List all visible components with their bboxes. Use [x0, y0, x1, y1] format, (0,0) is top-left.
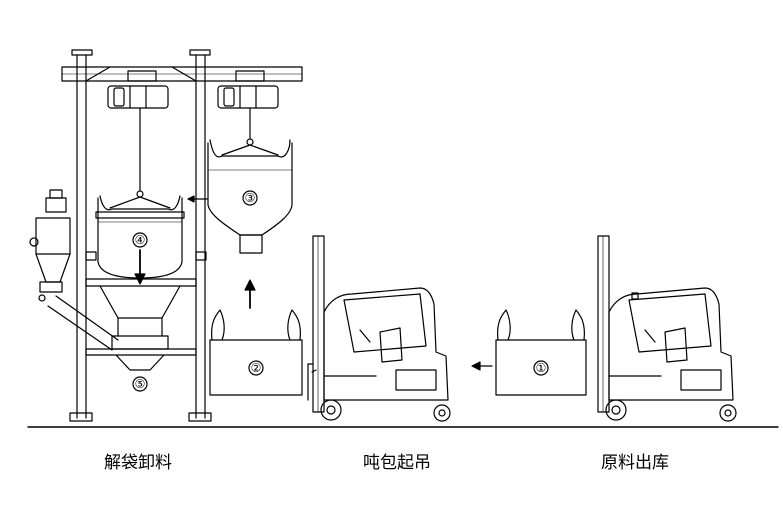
- marker-5: ⑤: [135, 377, 146, 391]
- electric-hoist-2: [217, 70, 279, 146]
- arrow-down-discharge: [134, 249, 146, 285]
- arrow-bag-to-station: [187, 195, 208, 203]
- caption-unload: 解袋卸料: [104, 453, 172, 473]
- ton-bag-3-hanging: [207, 139, 293, 254]
- arrow-transport-left: [471, 361, 493, 371]
- forklift-1: [307, 235, 451, 422]
- electric-hoist-1: [107, 70, 169, 198]
- caption-outbound: 原料出库: [601, 453, 669, 473]
- screw-conveyor: [47, 295, 119, 351]
- caption-lift: 吨包起吊: [363, 453, 431, 473]
- marker-3: ③: [245, 191, 256, 205]
- ton-bag-1: [495, 309, 587, 396]
- forklift-2: [597, 235, 737, 422]
- ton-bag-2: [209, 309, 303, 396]
- unloading-station-frame: [61, 49, 303, 422]
- arrow-up-lift: [244, 279, 256, 309]
- dust-collector: [29, 189, 71, 302]
- discharge-hopper: [99, 285, 181, 392]
- marker-1: ①: [536, 361, 547, 375]
- marker-2: ②: [251, 361, 262, 375]
- marker-4: ④: [135, 233, 146, 247]
